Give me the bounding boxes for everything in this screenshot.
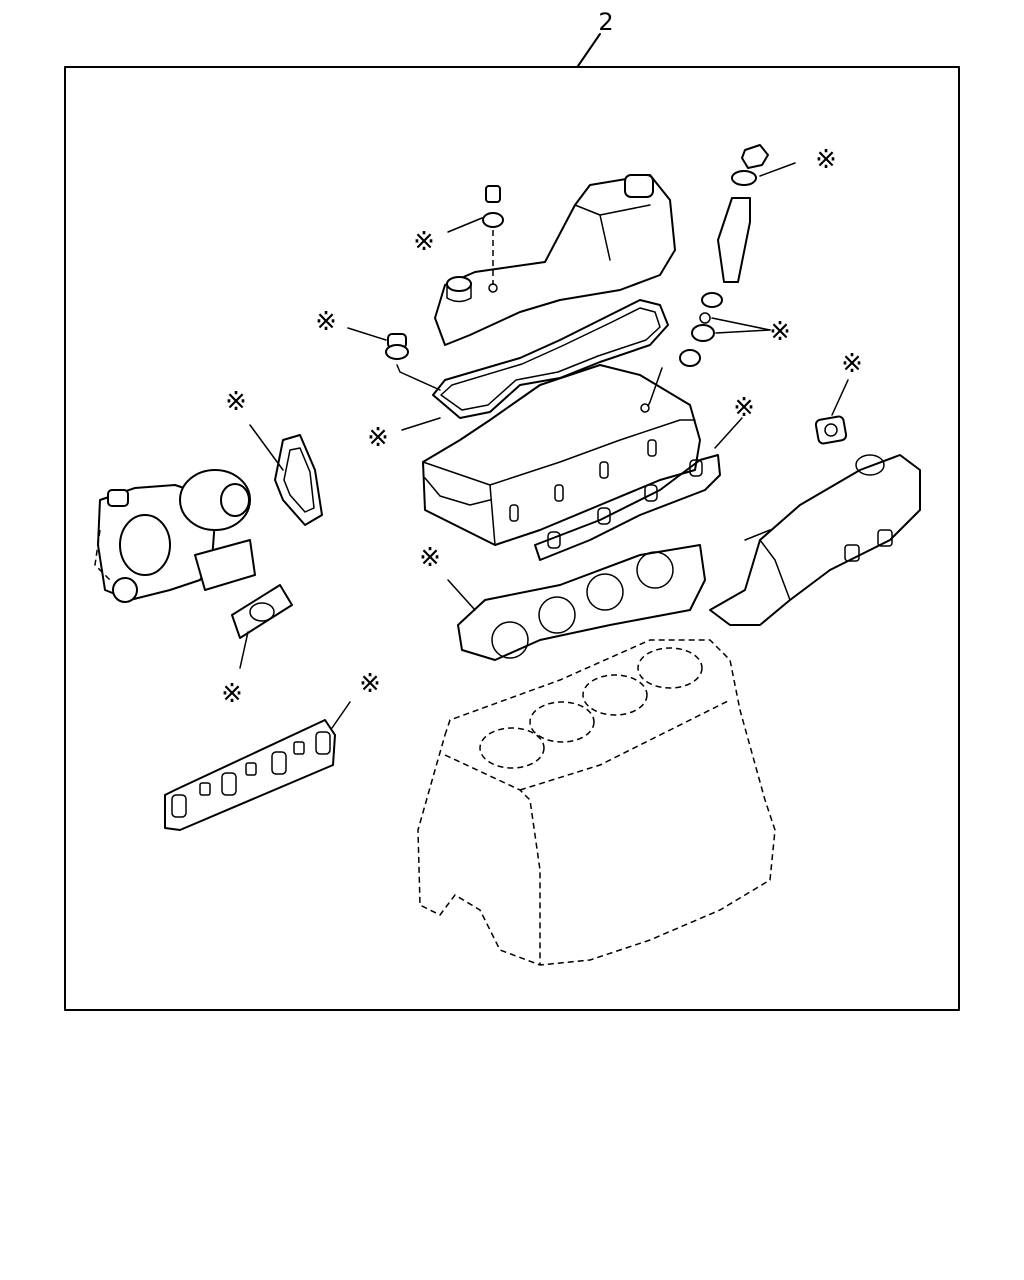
kit-marker: ※: [815, 145, 837, 175]
kit-marker: ※: [359, 669, 381, 699]
cylinder-head-gasket: [457, 544, 706, 661]
kit-marker: ※: [315, 307, 337, 337]
turbo-inlet-gasket: [274, 434, 323, 526]
cylinder-head: [422, 364, 701, 546]
callout-leader: [577, 33, 601, 67]
kit-marker: ※: [419, 543, 441, 573]
kit-marker: ※: [841, 349, 863, 379]
kit-frame: [64, 66, 960, 1011]
callout-number: 2: [598, 8, 613, 36]
inlet-manifold-gasket: [534, 454, 721, 561]
exhaust-manifold-gasket: [164, 719, 336, 831]
valve-cover: [434, 174, 676, 346]
kit-marker: ※: [367, 423, 389, 453]
cover-grommet: [385, 333, 441, 391]
cylinder-block: [417, 639, 776, 966]
leader-lines: [239, 162, 849, 729]
turbo-flange-gasket: [231, 584, 293, 639]
oil-cap: [482, 185, 504, 285]
valve-cover-gasket: [432, 299, 669, 419]
fuel-injector: [647, 144, 769, 407]
manifold-cover-gasket: [814, 415, 848, 445]
turbocharger: [94, 469, 256, 603]
intake-manifold: [709, 454, 921, 626]
kit-marker: ※: [413, 227, 435, 257]
kit-markers: ※ ※ ※ ※ ※ ※ ※ ※ ※ ※ ※: [221, 145, 863, 709]
kit-marker: ※: [225, 387, 247, 417]
kit-marker: ※: [733, 393, 755, 423]
kit-marker: ※: [221, 679, 243, 709]
kit-marker: ※: [769, 317, 791, 347]
